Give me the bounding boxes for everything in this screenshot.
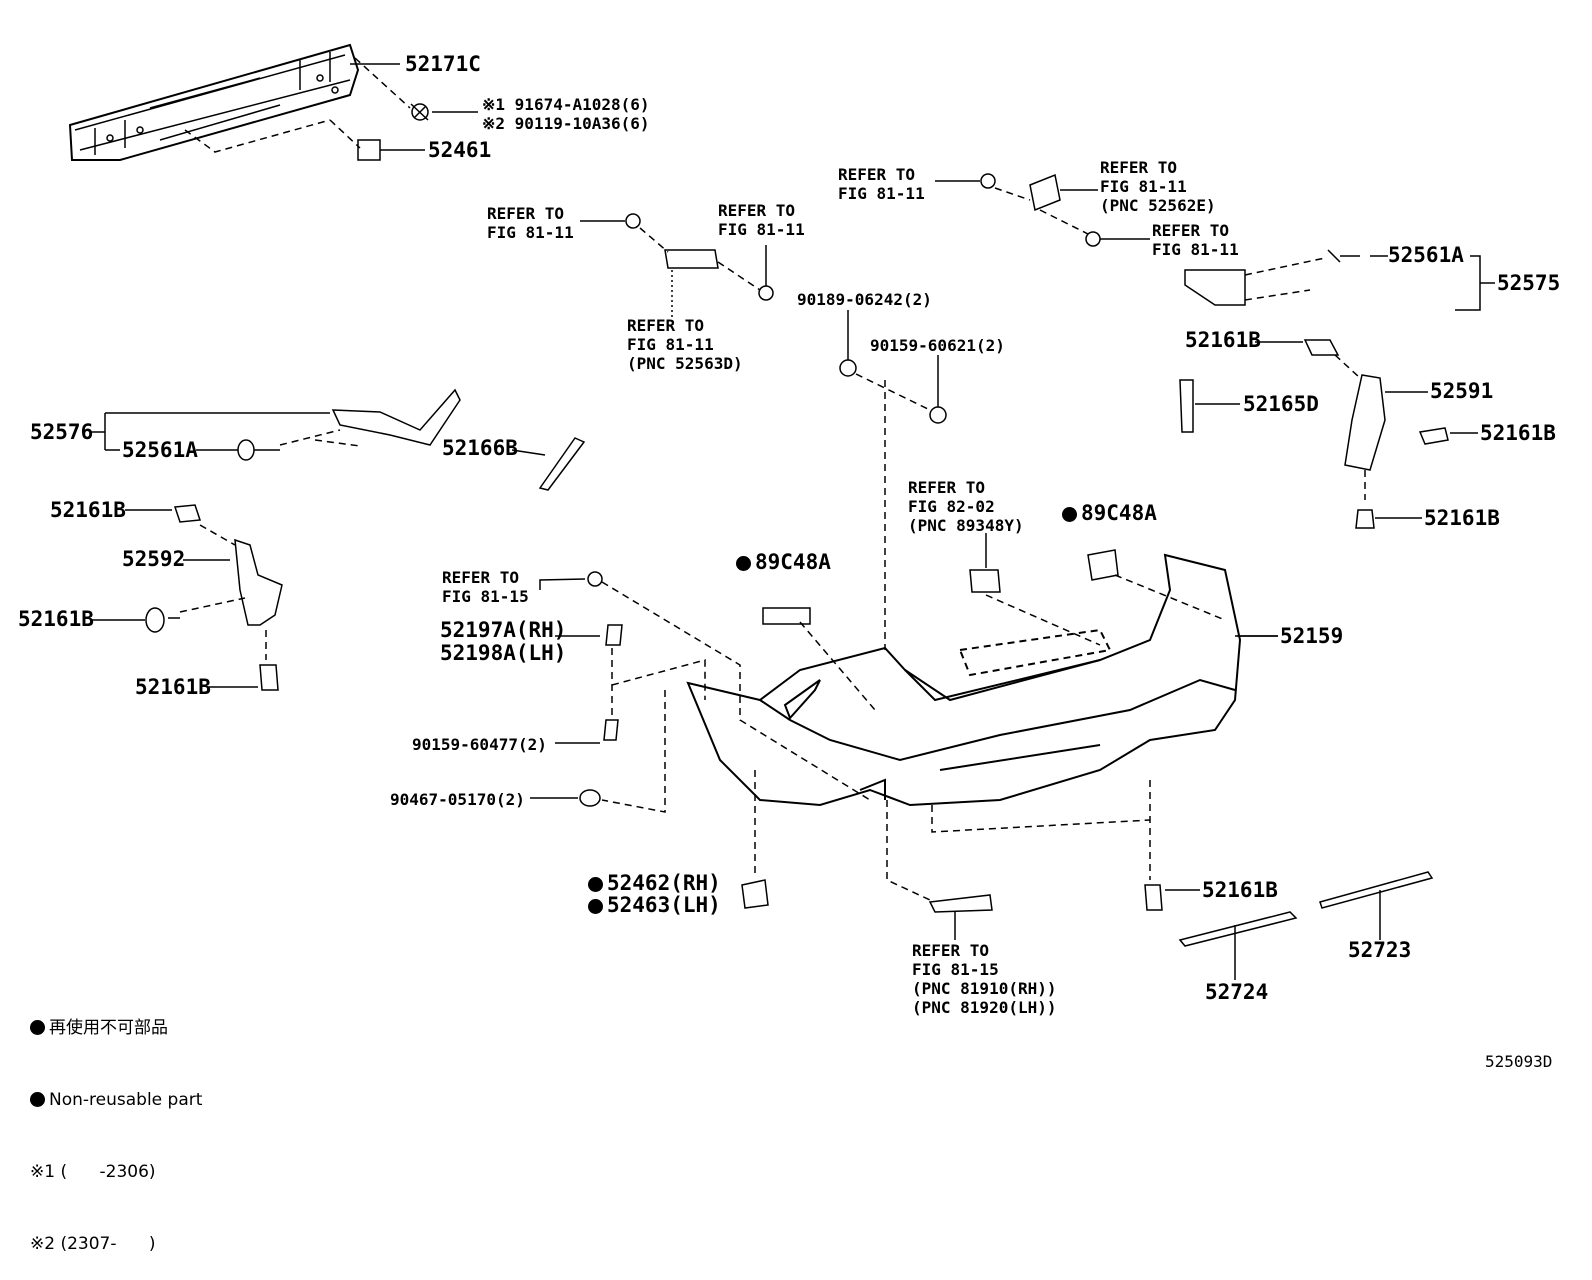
rear-bumper-cover-drawing (686, 553, 1242, 807)
part-label-52561A-left: 52561A (122, 438, 198, 462)
part-label-52165D: 52165D (1243, 392, 1319, 416)
part-label-52724: 52724 (1205, 980, 1269, 1004)
refer-label-h: REFER TO FIG 81-15 (442, 568, 529, 606)
bumper-reinforcement-drawing (68, 43, 360, 161)
part-label-52161B-l1: 52161B (50, 498, 126, 522)
legend-jp-row: 再使用不可部品 (30, 1016, 202, 1040)
part-label-90159-60621: 90159-60621(2) (870, 336, 1005, 355)
part-label-52592: 52592 (122, 547, 186, 571)
legend-note1: ※1 ( -2306) (30, 1162, 156, 1182)
parts-diagram (68, 43, 1495, 980)
refer-label-e: REFER TO FIG 81-11 (PNC 52562E) (1100, 158, 1216, 215)
reflector-ref-drawing (928, 894, 993, 913)
refer-label-d: REFER TO FIG 81-11 (838, 165, 925, 203)
legend: 再使用不可部品 Non-reusable part ※1 ( -2306) ※2… (30, 968, 202, 1280)
bracket-ref-c-drawing (664, 249, 719, 269)
fastener-90189-drawing (839, 359, 857, 377)
part-label-52463: 52463(LH) (588, 893, 721, 917)
part-label-89C48A-right-text: 89C48A (1081, 501, 1157, 525)
clip-89C48A-right-drawing (1087, 549, 1119, 581)
bracket-52591-drawing (1344, 374, 1386, 471)
bracket-52592-drawing (234, 538, 283, 626)
clip-ref-a-drawing (625, 213, 641, 229)
drawing-id: 525093D (1485, 1052, 1553, 1071)
part-label-52161B-l3: 52161B (135, 675, 211, 699)
note2-part-label: ※2 90119-10A36(6) (482, 114, 650, 133)
refer-label-c: REFER TO FIG 81-11 (PNC 52563D) (627, 316, 743, 373)
part-label-52159: 52159 (1280, 624, 1344, 648)
non-reusable-icon (1062, 507, 1077, 522)
bolt-52561A-left-drawing (237, 439, 255, 461)
part-label-52161B-r1: 52161B (1185, 328, 1261, 352)
part-label-52463-text: 52463(LH) (607, 893, 721, 917)
molding-52724-drawing (1178, 911, 1298, 947)
legend-en-text: Non-reusable part (49, 1090, 203, 1110)
refer-label-b: REFER TO FIG 81-11 (718, 201, 805, 239)
part-label-52575: 52575 (1497, 271, 1561, 295)
trim-52166B-drawing (538, 437, 586, 491)
part-label-90159-60477: 90159-60477(2) (412, 735, 547, 754)
part-label-90189: 90189-06242(2) (797, 290, 932, 309)
non-reusable-icon (736, 556, 751, 571)
molding-52723-drawing (1319, 871, 1434, 909)
part-label-52462-text: 52462(RH) (607, 871, 721, 895)
refer-label-a: REFER TO FIG 81-11 (487, 204, 574, 242)
bracket-52575-drawing (1184, 269, 1246, 306)
refer-label-g: REFER TO FIG 82-02 (PNC 89348Y) (908, 478, 1024, 535)
legend-en-row: Non-reusable part (30, 1088, 202, 1112)
clip-89C48A-left-drawing (762, 607, 811, 625)
bolt-91674-drawing (410, 103, 429, 121)
note1-part-label: ※1 91674-A1028(6) (482, 95, 650, 114)
part-label-52166B: 52166B (442, 436, 518, 460)
fastener-90159-60621-drawing (929, 406, 947, 424)
part-label-52723: 52723 (1348, 938, 1412, 962)
part-label-52198A: 52198A(LH) (440, 641, 567, 665)
part-label-52161B-bottom: 52161B (1202, 878, 1278, 902)
non-reusable-icon (30, 1020, 45, 1035)
refer-label-f: REFER TO FIG 81-11 (1152, 221, 1239, 259)
bracket-52165D-drawing (1179, 379, 1194, 433)
non-reusable-icon (588, 877, 603, 892)
screw-ref-b-drawing (758, 285, 774, 301)
cap-52462-drawing (741, 879, 769, 909)
non-reusable-icon (30, 1092, 45, 1107)
part-label-52461: 52461 (428, 138, 492, 162)
part-label-89C48A-right: 89C48A (1062, 501, 1157, 525)
part-label-89C48A-left-text: 89C48A (755, 550, 831, 574)
part-label-52591: 52591 (1430, 379, 1494, 403)
nut-52461-drawing (357, 139, 381, 161)
part-label-89C48A-left: 89C48A (736, 550, 831, 574)
part-label-52561A-right: 52561A (1388, 243, 1464, 267)
part-label-52171C: 52171C (405, 52, 481, 76)
bracket-52576-drawing (331, 388, 461, 446)
part-label-52462: 52462(RH) (588, 871, 721, 895)
legend-note2: ※2 (2307- ) (30, 1234, 156, 1254)
refer-label-i: REFER TO FIG 81-15 (PNC 81910(RH)) (PNC … (912, 941, 1057, 1017)
part-label-90467: 90467-05170(2) (390, 790, 525, 809)
non-reusable-icon (588, 899, 603, 914)
part-label-52161B-r3: 52161B (1424, 506, 1500, 530)
part-label-52161B-r2: 52161B (1480, 421, 1556, 445)
part-label-52576: 52576 (30, 420, 94, 444)
part-label-52197A: 52197A(RH) (440, 618, 567, 642)
legend-jp-text: 再使用不可部品 (49, 1018, 168, 1038)
part-label-52161B-l2: 52161B (18, 607, 94, 631)
